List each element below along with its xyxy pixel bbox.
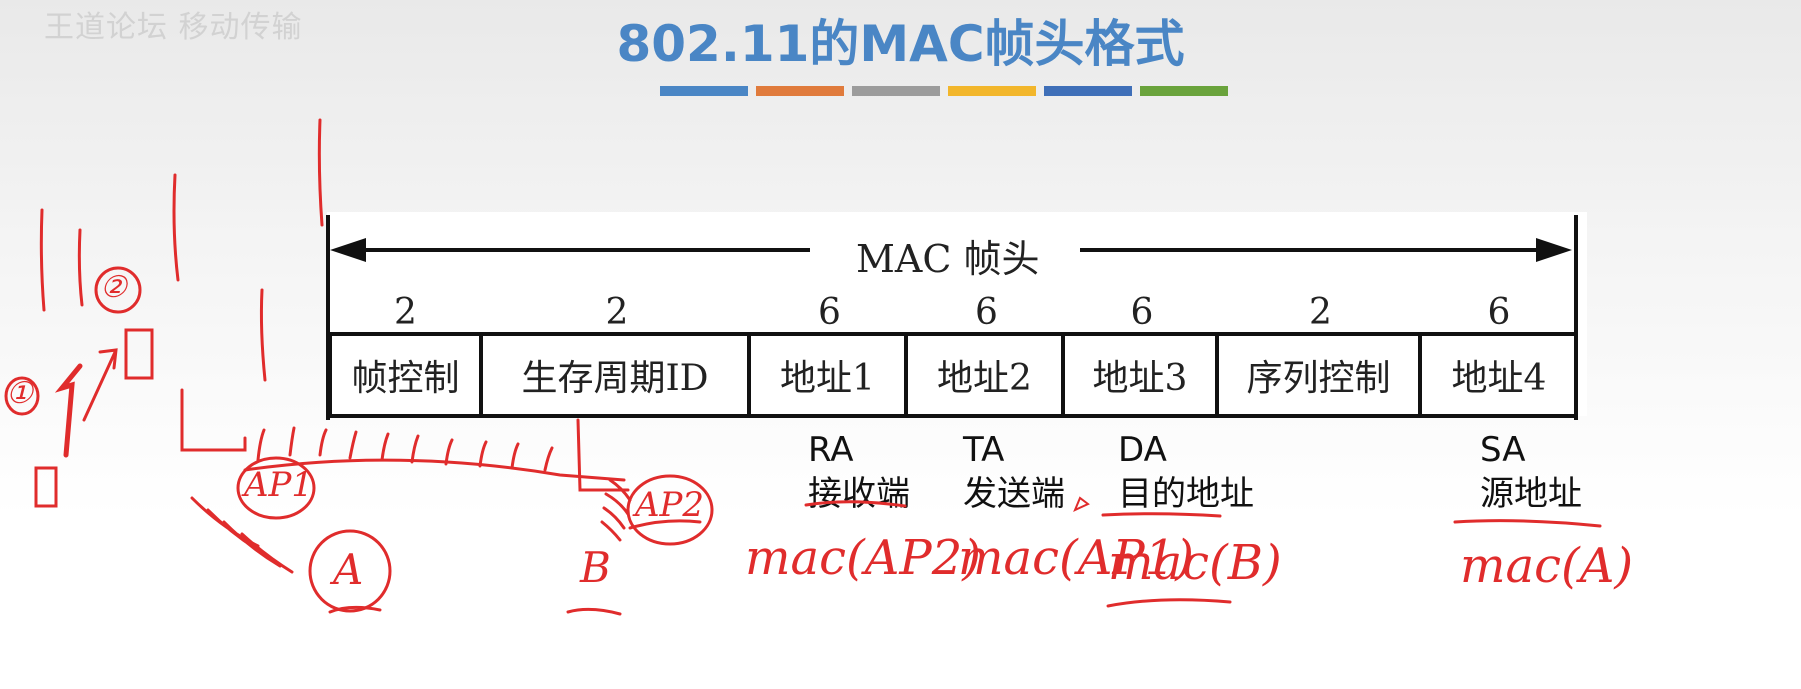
- hand-addr4-value: mac(A): [1460, 538, 1634, 594]
- field-duration-id: 生存周期ID: [483, 336, 751, 414]
- annotation-sa-abbr: SA: [1480, 430, 1526, 470]
- annotation-sa-meaning: 源地址: [1480, 474, 1582, 514]
- annotation-ra-abbr: RA: [808, 430, 854, 470]
- field-frame-control: 帧控制: [328, 336, 483, 414]
- field-size-4: 6: [975, 292, 998, 333]
- annotation-ta-abbr: TA: [963, 430, 1005, 470]
- hand-addr2-value: mac(AP1): [958, 530, 1194, 586]
- hand-step-1: ①: [6, 376, 33, 411]
- color-bar-green: [1140, 86, 1228, 96]
- field-address-3: 地址3: [1065, 336, 1219, 414]
- annotation-da: DA 目的地址: [1118, 428, 1254, 516]
- hand-label-ap2: AP2: [635, 485, 705, 525]
- annotation-ta: TA 发送端: [963, 428, 1065, 516]
- annotation-da-abbr: DA: [1118, 430, 1167, 470]
- hand-addr3-value: mac(B): [1108, 535, 1282, 591]
- field-size-3: 6: [818, 292, 841, 333]
- mac-header-label: MAC 帧头: [850, 228, 1046, 283]
- color-bar-blue: [660, 86, 748, 96]
- field-size-6: 2: [1309, 292, 1332, 333]
- slide-title: 802.11的MAC帧头格式: [616, 15, 1185, 73]
- color-bar-orange: [756, 86, 844, 96]
- color-bar-yellow: [948, 86, 1036, 96]
- field-size-5: 6: [1130, 292, 1154, 333]
- field-address-4: 地址4: [1451, 358, 1547, 399]
- hand-step-2: ②: [100, 270, 127, 305]
- field-size-2: 2: [605, 292, 629, 333]
- hand-label-ap1: AP1: [244, 465, 314, 505]
- field-address-1: 地址1: [751, 336, 908, 414]
- color-bar-darkblue: [1044, 86, 1132, 96]
- color-bar-gray: [852, 86, 940, 96]
- annotation-ra-meaning: 接收端: [808, 474, 910, 514]
- field-size-7: 6: [1487, 292, 1511, 333]
- title-color-bars: [660, 86, 1228, 96]
- mac-header-fields: 帧控制 生存周期ID 地址1 地址2 地址3 序列控制 地址4: [328, 332, 1576, 418]
- hand-label-host-a: A: [333, 545, 364, 594]
- field-address-2: 地址2: [908, 336, 1065, 414]
- hand-label-host-b: B: [580, 543, 611, 592]
- annotation-ta-meaning: 发送端: [963, 474, 1065, 514]
- annotation-sa: SA 源地址: [1480, 428, 1582, 516]
- annotation-ra: RA 接收端: [808, 428, 910, 516]
- hand-addr1-value: mac(AP2): [745, 530, 981, 586]
- field-sequence-control: 序列控制: [1219, 336, 1422, 414]
- field-size-1: 2: [394, 292, 417, 333]
- annotation-da-meaning: 目的地址: [1118, 474, 1254, 514]
- watermark: 王道论坛 移动传输: [44, 10, 303, 45]
